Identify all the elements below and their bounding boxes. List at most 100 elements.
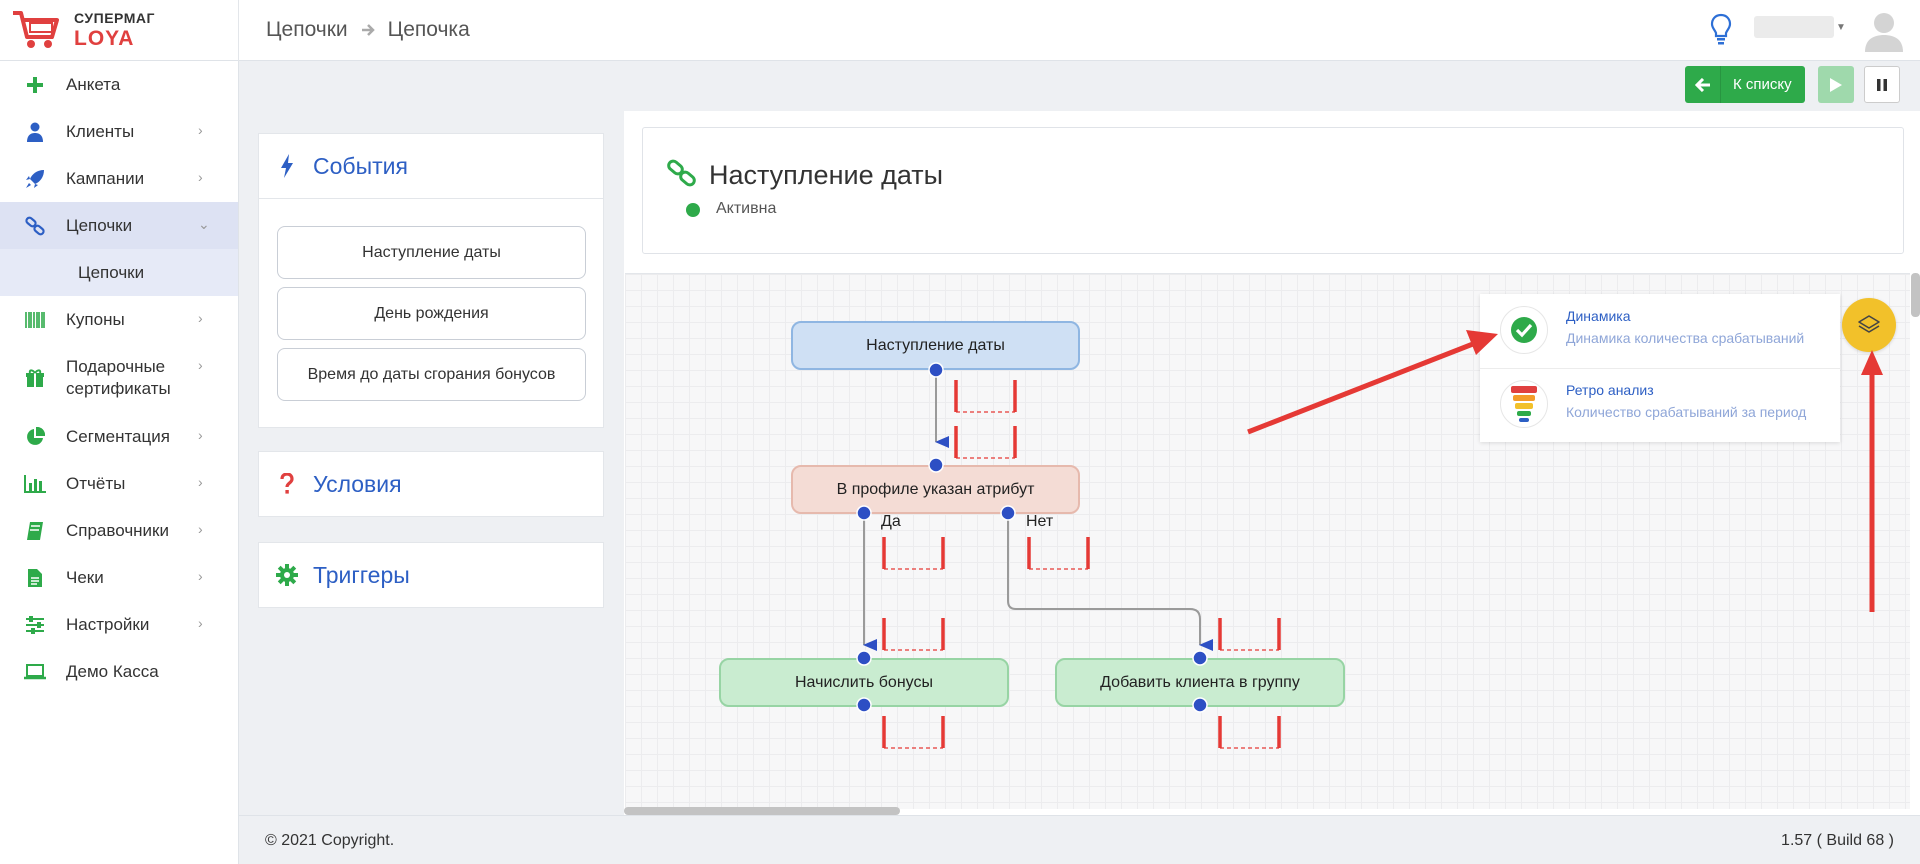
user-icon xyxy=(24,121,46,143)
logo[interactable]: СУПЕРМАГ LOYA xyxy=(0,0,239,61)
arrow-right-icon xyxy=(361,24,375,36)
chevron-right-icon: › xyxy=(198,473,203,490)
rocket-icon xyxy=(24,168,46,190)
chevron-down-icon[interactable]: ▼ xyxy=(1836,22,1846,33)
play-button[interactable] xyxy=(1818,66,1854,103)
user-name-placeholder[interactable] xyxy=(1754,16,1834,38)
status-indicator xyxy=(686,203,700,217)
gear-icon xyxy=(275,564,299,586)
plus-icon xyxy=(24,74,46,96)
port-bonus-out[interactable] xyxy=(856,697,872,713)
footer: © 2021 Copyright. 1.57 ( Build 68 ) xyxy=(239,815,1920,864)
gift-icon xyxy=(24,367,46,389)
chevron-right-icon: › xyxy=(198,614,203,631)
flow-node-start[interactable]: Наступление даты xyxy=(791,321,1080,370)
triggers-panel-title: Триггеры xyxy=(313,561,410,588)
port-start-out[interactable] xyxy=(928,362,944,378)
conditions-panel: Условия xyxy=(258,451,604,517)
sidebar-item-reports[interactable]: Отчёты › xyxy=(0,460,238,507)
chevron-right-icon: › xyxy=(198,357,203,373)
flow-node-condition[interactable]: В профиле указан атрибут xyxy=(791,465,1080,514)
sidebar-item-demo-pos[interactable]: Демо Касса xyxy=(0,648,238,695)
breadcrumb-item-chains[interactable]: Цепочки xyxy=(266,18,348,41)
sidebar-subitem-chains[interactable]: Цепочки xyxy=(0,249,238,296)
sidebar-item-label: Справочники xyxy=(66,520,169,540)
layers-icon xyxy=(1858,315,1880,333)
laptop-icon xyxy=(24,661,46,683)
breadcrumb-item-chain: Цепочка xyxy=(387,18,470,41)
pie-chart-icon xyxy=(24,426,46,448)
sidebar-item-campaigns[interactable]: Кампании › xyxy=(0,155,238,202)
analysis-menu: Динамика Динамика количества срабатывани… xyxy=(1480,294,1840,442)
sidebar-item-segmentation[interactable]: Сегментация › xyxy=(0,413,238,460)
sidebar-item-label: Сегментация xyxy=(66,426,170,446)
triggers-panel-header[interactable]: Триггеры xyxy=(259,543,603,607)
chevron-right-icon: › xyxy=(198,168,203,185)
chevron-down-icon: ⌄ xyxy=(198,215,210,232)
layers-button[interactable] xyxy=(1842,298,1896,352)
sidebar-item-chains[interactable]: Цепочки ⌄ xyxy=(0,202,238,249)
sidebar-item-anketa[interactable]: Анкета xyxy=(0,61,238,108)
receipt-icon xyxy=(24,567,46,589)
sidebar-item-coupons[interactable]: Купоны › xyxy=(0,296,238,343)
pause-icon xyxy=(1877,78,1887,91)
port-condition-yes[interactable] xyxy=(856,505,872,521)
flow-node-bonus[interactable]: Начислить бонусы xyxy=(719,658,1009,707)
check-circle-icon xyxy=(1500,306,1548,354)
chevron-right-icon: › xyxy=(198,309,203,326)
pause-button[interactable] xyxy=(1864,66,1900,103)
chain-title: Наступление даты xyxy=(709,160,944,190)
sidebar-item-receipts[interactable]: Чеки › xyxy=(0,554,238,601)
conditions-panel-title: Условия xyxy=(313,470,402,497)
port-bonus-in[interactable] xyxy=(856,650,872,666)
analysis-item-retro[interactable]: Ретро анализ Количество срабатываний за … xyxy=(1480,368,1840,442)
horizontal-scrollbar[interactable] xyxy=(624,807,900,815)
copyright-text: © 2021 Copyright. xyxy=(265,832,395,849)
sidebar-item-label: Купоны xyxy=(66,309,125,329)
cart-logo-icon xyxy=(13,11,59,48)
edge-label-no: Нет xyxy=(1026,513,1054,530)
events-panel-header[interactable]: События xyxy=(259,134,603,198)
question-icon xyxy=(275,473,299,495)
breadcrumb: Цепочки Цепочка xyxy=(266,18,470,42)
sidebar-item-label: Кампании xyxy=(66,168,145,188)
chevron-right-icon: › xyxy=(198,121,203,138)
back-to-list-label: К списку xyxy=(1733,76,1792,93)
event-button-birthday[interactable]: День рождения xyxy=(277,287,586,340)
sidebar-item-label: Чеки xyxy=(66,567,104,587)
events-list: Наступление даты День рождения Время до … xyxy=(259,198,603,427)
top-bar: СУПЕРМАГ LOYA Цепочки Цепочка ▼ xyxy=(0,0,1920,61)
book-icon xyxy=(24,520,46,542)
toolbar xyxy=(239,61,1920,111)
event-button-bonus-expiry[interactable]: Время до даты сгорания бонусов xyxy=(277,348,586,401)
analysis-item-dynamics[interactable]: Динамика Динамика количества срабатывани… xyxy=(1480,294,1840,368)
barcode-icon xyxy=(24,309,46,331)
sidebar-item-clients[interactable]: Клиенты › xyxy=(0,108,238,155)
port-condition-no[interactable] xyxy=(1000,505,1016,521)
analysis-item-subtitle: Количество срабатываний за период xyxy=(1566,404,1807,420)
arrow-left-icon xyxy=(1685,66,1721,103)
events-panel: События Наступление даты День рождения В… xyxy=(258,133,604,428)
chevron-right-icon: › xyxy=(198,520,203,537)
sidebar-item-label: Цепочки xyxy=(66,215,133,235)
lightbulb-icon[interactable] xyxy=(1710,13,1732,45)
sidebar-item-gift-certificates[interactable]: Подарочные сертификаты › xyxy=(0,343,238,413)
port-condition-in[interactable] xyxy=(928,457,944,473)
sidebar-item-label: Клиенты xyxy=(66,121,135,141)
bar-chart-icon xyxy=(24,473,46,495)
vertical-scrollbar[interactable] xyxy=(1911,273,1920,317)
flow-ports xyxy=(856,362,1208,713)
back-to-list-button[interactable]: К списку xyxy=(1685,66,1805,103)
port-group-out[interactable] xyxy=(1192,697,1208,713)
divider xyxy=(1480,368,1840,369)
link-icon xyxy=(24,215,46,237)
sidebar-item-directories[interactable]: Справочники › xyxy=(0,507,238,554)
avatar[interactable] xyxy=(1862,8,1906,52)
sliders-icon xyxy=(24,614,46,636)
sidebar-item-settings[interactable]: Настройки › xyxy=(0,601,238,648)
chevron-right-icon: › xyxy=(198,426,203,443)
sidebar-item-label: Подарочные сертификаты xyxy=(66,357,171,398)
conditions-panel-header[interactable]: Условия xyxy=(259,452,603,516)
event-button-date[interactable]: Наступление даты xyxy=(277,226,586,279)
port-group-in[interactable] xyxy=(1192,650,1208,666)
